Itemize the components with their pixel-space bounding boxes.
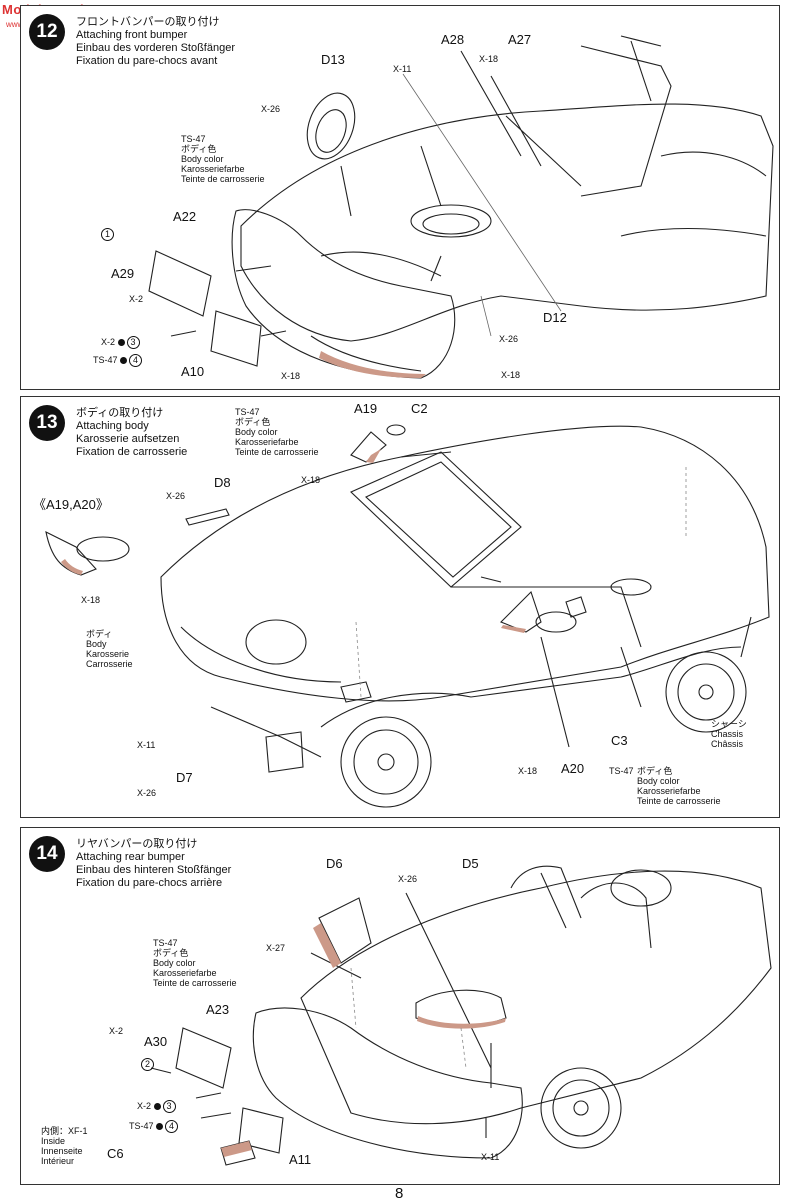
- marker-2: 2: [141, 1058, 154, 1071]
- step-number: 12: [29, 14, 65, 50]
- part-C6: C6: [107, 1146, 124, 1161]
- part-A27: A27: [508, 32, 532, 47]
- paint-fr: Teinte de carrosserie: [153, 978, 237, 988]
- part-A19: A19: [354, 401, 378, 416]
- screw-X-18c: X-18: [501, 370, 521, 380]
- paint-ts47: TS-47 4: [129, 1120, 179, 1133]
- step-14-panel: 14 リヤバンパーの取り付け Attaching rear bumper Ein…: [20, 827, 780, 1185]
- paint-en: Body color: [153, 958, 196, 968]
- paint-ja: ボディ色: [181, 144, 217, 154]
- paint-de: Karosseriefarbe: [235, 437, 299, 447]
- screw-X-11: X-11: [481, 1152, 500, 1162]
- paint-fr: Teinte de carrosserie: [181, 174, 265, 184]
- paint2-de: Karosseriefarbe: [637, 786, 701, 796]
- page-number: 8: [395, 1185, 404, 1202]
- step-12-panel: 12 フロントバンパーの取り付け Attaching front bumper …: [20, 5, 780, 390]
- chassis-fr: Châssis: [711, 739, 744, 749]
- step-number: 13: [29, 405, 65, 441]
- part-A20: A20: [561, 761, 585, 776]
- body-en: Body: [86, 639, 107, 649]
- step-title: フロントバンパーの取り付け Attaching front bumper Ein…: [76, 16, 235, 67]
- body-illustration: [45, 424, 770, 808]
- part-A10: A10: [181, 364, 205, 379]
- paint-code: TS-47: [181, 134, 206, 144]
- screw-X-2: X-2: [129, 294, 144, 304]
- paint-ja: ボディ色: [153, 948, 189, 958]
- screw-X-26b: X-26: [499, 334, 519, 344]
- part-D5: D5: [462, 856, 479, 871]
- screw-X-27: X-27: [266, 943, 286, 953]
- rear-bumper-illustration: [150, 865, 772, 1166]
- paint2-fr: Teinte de carrosserie: [637, 796, 721, 806]
- screw-X-18: X-18: [301, 475, 321, 485]
- body-ja: ボディ: [86, 629, 113, 639]
- paint-de: Karosseriefarbe: [181, 164, 245, 174]
- part-D12: D12: [543, 310, 567, 325]
- part-A11: A11: [289, 1152, 312, 1167]
- part-A30: A30: [144, 1034, 168, 1049]
- part-A23: A23: [206, 1002, 230, 1017]
- step-title: リヤバンパーの取り付け Attaching rear bumper Einbau…: [76, 838, 232, 889]
- inside-de: Innenseite: [41, 1146, 83, 1156]
- paint-fr: Teinte de carrosserie: [235, 447, 319, 457]
- part-D13: D13: [321, 52, 345, 67]
- screw-X-2: X-2: [109, 1026, 124, 1036]
- screw-X-2b: X-2 3: [137, 1100, 176, 1113]
- body-de: Karosserie: [86, 649, 130, 659]
- paint2-code: TS-47: [609, 766, 634, 776]
- screw-X-26: X-26: [398, 874, 418, 884]
- part-D7: D7: [176, 770, 193, 785]
- screw-X-18c: X-18: [518, 766, 538, 776]
- paint-ts47: TS-47 4: [93, 354, 143, 367]
- part-C3: C3: [611, 733, 628, 748]
- step-number: 14: [29, 836, 65, 872]
- inside-ja: 内側：XF-1: [41, 1126, 88, 1136]
- part-C2: C2: [411, 401, 428, 416]
- marker-1: 1: [101, 228, 114, 241]
- screw-X-18b: X-18: [81, 595, 101, 605]
- step-13-panel: 13 ボディの取り付け Attaching body Karosserie au…: [20, 396, 780, 818]
- paint-code: TS-47: [235, 407, 260, 417]
- screw-X-26: X-26: [261, 104, 281, 114]
- screw-X-18b: X-18: [281, 371, 301, 381]
- inside-en: Inside: [41, 1136, 66, 1146]
- step-title: ボディの取り付け Attaching body Karosserie aufse…: [76, 407, 188, 458]
- screw-X-26: X-26: [166, 491, 186, 501]
- chassis-ja: シャーシ: [711, 719, 747, 729]
- paint-code: TS-47: [153, 938, 178, 948]
- paint2-ja: ボディ色: [637, 766, 673, 776]
- paint-en: Body color: [235, 427, 278, 437]
- paint-de: Karosseriefarbe: [153, 968, 217, 978]
- part-D6: D6: [326, 856, 343, 871]
- screw-X-2b: X-2 3: [101, 336, 140, 349]
- inside-fr: Intérieur: [41, 1156, 75, 1166]
- part-A29: A29: [111, 266, 135, 281]
- paint-en: Body color: [181, 154, 224, 164]
- part-A28: A28: [441, 32, 465, 47]
- body-fr: Carrosserie: [86, 659, 133, 669]
- part-D8: D8: [214, 475, 231, 490]
- mirror-label: 《A19,A20》: [33, 497, 109, 512]
- part-A22: A22: [173, 209, 197, 224]
- front-bumper-illustration: [148, 35, 774, 379]
- screw-X-11: X-11: [393, 64, 412, 74]
- screw-X-18: X-18: [479, 54, 499, 64]
- paint-ja: ボディ色: [235, 417, 271, 427]
- screw-X-26b: X-26: [137, 788, 157, 798]
- paint2-en: Body color: [637, 776, 680, 786]
- screw-X-11: X-11: [137, 740, 156, 750]
- chassis-en: Chassis: [711, 729, 744, 739]
